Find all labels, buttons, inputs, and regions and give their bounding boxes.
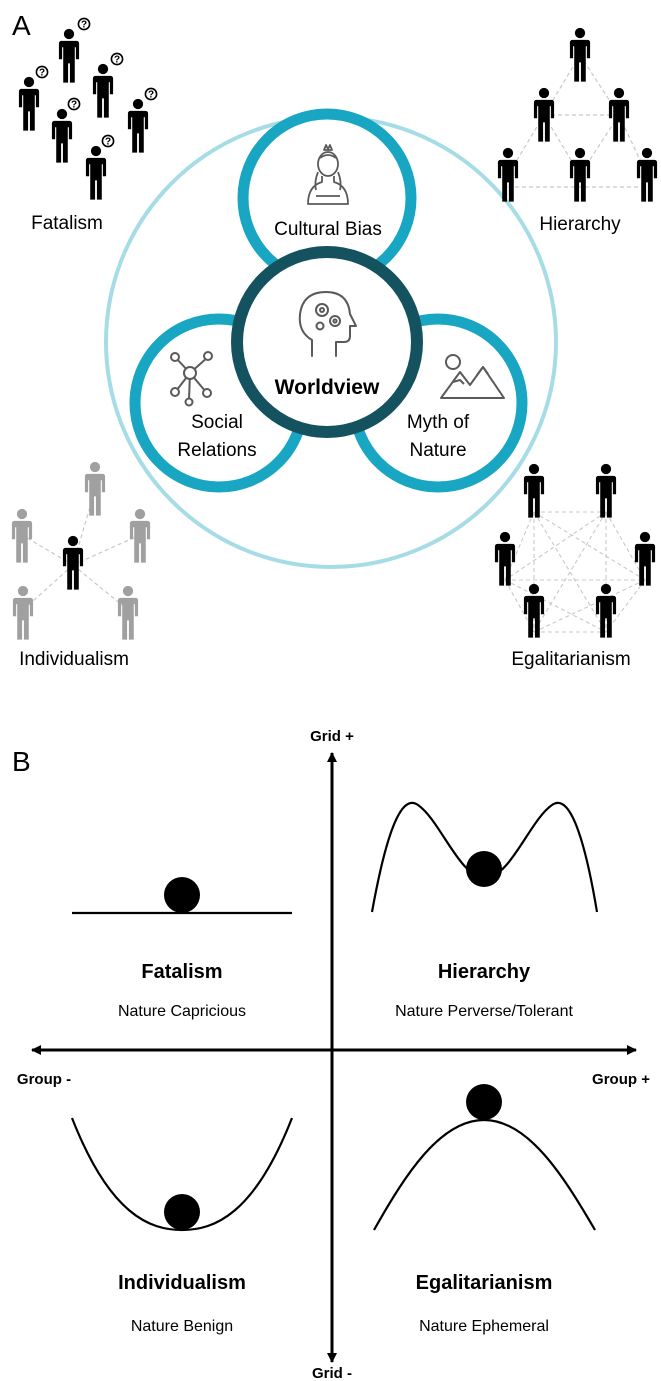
grid-minus-label: Grid - [312, 1365, 352, 1381]
egalitarianism-ball [466, 1084, 502, 1120]
question-bubble-icon [67, 97, 81, 112]
question-bubble-icon [35, 65, 49, 80]
network-link [504, 511, 535, 581]
individualism-group-label: Individualism [19, 649, 129, 670]
network-link [605, 511, 646, 581]
quadrant-individualism-subtitle: Nature Benign [131, 1318, 233, 1335]
question-bubble-icon [101, 134, 115, 149]
network-link [504, 579, 607, 633]
social-relations-label-1: Social [191, 412, 243, 433]
worldview-label: Worldview [275, 376, 380, 399]
person-icon [92, 63, 114, 118]
fatalism-group-label: Fatalism [31, 213, 103, 234]
hierarchy-ball [466, 851, 502, 887]
person-icon [523, 583, 545, 638]
cultural-bias-label: Cultural Bias [274, 219, 382, 240]
individualism-ball [164, 1194, 200, 1230]
group-minus-label: Group - [17, 1071, 71, 1088]
network-link [533, 511, 607, 633]
myth-of-nature-label-2: Nature [409, 440, 466, 461]
network-icon [170, 351, 213, 407]
person-icon [18, 76, 40, 131]
person-icon [533, 87, 555, 142]
head-gears-icon [298, 291, 357, 357]
person-icon [569, 27, 591, 82]
hill-landscape-line [373, 1118, 596, 1231]
mountain-sun-icon [440, 354, 505, 399]
person-icon [129, 508, 151, 563]
grid-plus-label: Grid + [310, 728, 354, 745]
person-icon [595, 583, 617, 638]
person-icon [117, 585, 139, 640]
quadrant-hierarchy-title: Hierarchy [438, 961, 531, 983]
person-icon [58, 28, 80, 83]
network-link [504, 511, 607, 581]
quadrant-egalitarianism-subtitle: Nature Ephemeral [419, 1318, 549, 1335]
social-relations-label-2: Relations [177, 440, 256, 461]
quadrant-egalitarianism-title: Egalitarianism [416, 1272, 553, 1294]
quadrant-individualism-title: Individualism [118, 1272, 246, 1294]
network-link [533, 511, 646, 581]
individualism-people [11, 461, 151, 640]
person-icon [12, 585, 34, 640]
person-icon [608, 87, 630, 142]
question-bubble-icon [77, 17, 91, 32]
person-icon [84, 461, 106, 516]
network-link [533, 579, 646, 633]
person-icon [85, 145, 107, 200]
person-icon [595, 463, 617, 518]
worldview-circle [231, 246, 423, 438]
question-bubble-icon [144, 87, 158, 102]
person-icon [62, 535, 84, 590]
group-plus-label: Group + [592, 1071, 650, 1088]
fatalism-ball [164, 877, 200, 913]
person-icon [523, 463, 545, 518]
egalitarianism-people [494, 463, 656, 638]
quadrant-hierarchy-subtitle: Nature Perverse/Tolerant [395, 1003, 573, 1020]
woman-bust-icon [307, 144, 349, 205]
panel-b-label: B [12, 746, 31, 777]
network-link [605, 579, 646, 633]
egalitarianism-group-label: Egalitarianism [511, 649, 630, 670]
person-icon [636, 147, 658, 202]
quadrant-fatalism-title: Fatalism [141, 961, 222, 983]
network-link [533, 511, 607, 633]
myth-of-nature-label-1: Myth of [407, 412, 470, 433]
person-icon [51, 108, 73, 163]
person-icon [127, 98, 149, 153]
question-bubble-icon [110, 52, 124, 67]
hierarchy-group-label: Hierarchy [539, 214, 621, 235]
quadrant-fatalism-subtitle: Nature Capricious [118, 1003, 246, 1020]
fatalism-people [18, 17, 158, 200]
person-icon [569, 147, 591, 202]
hierarchy-people [497, 27, 658, 202]
person-icon [634, 531, 656, 586]
person-icon [494, 531, 516, 586]
person-icon [11, 508, 33, 563]
panel-a-label: A [12, 10, 31, 41]
